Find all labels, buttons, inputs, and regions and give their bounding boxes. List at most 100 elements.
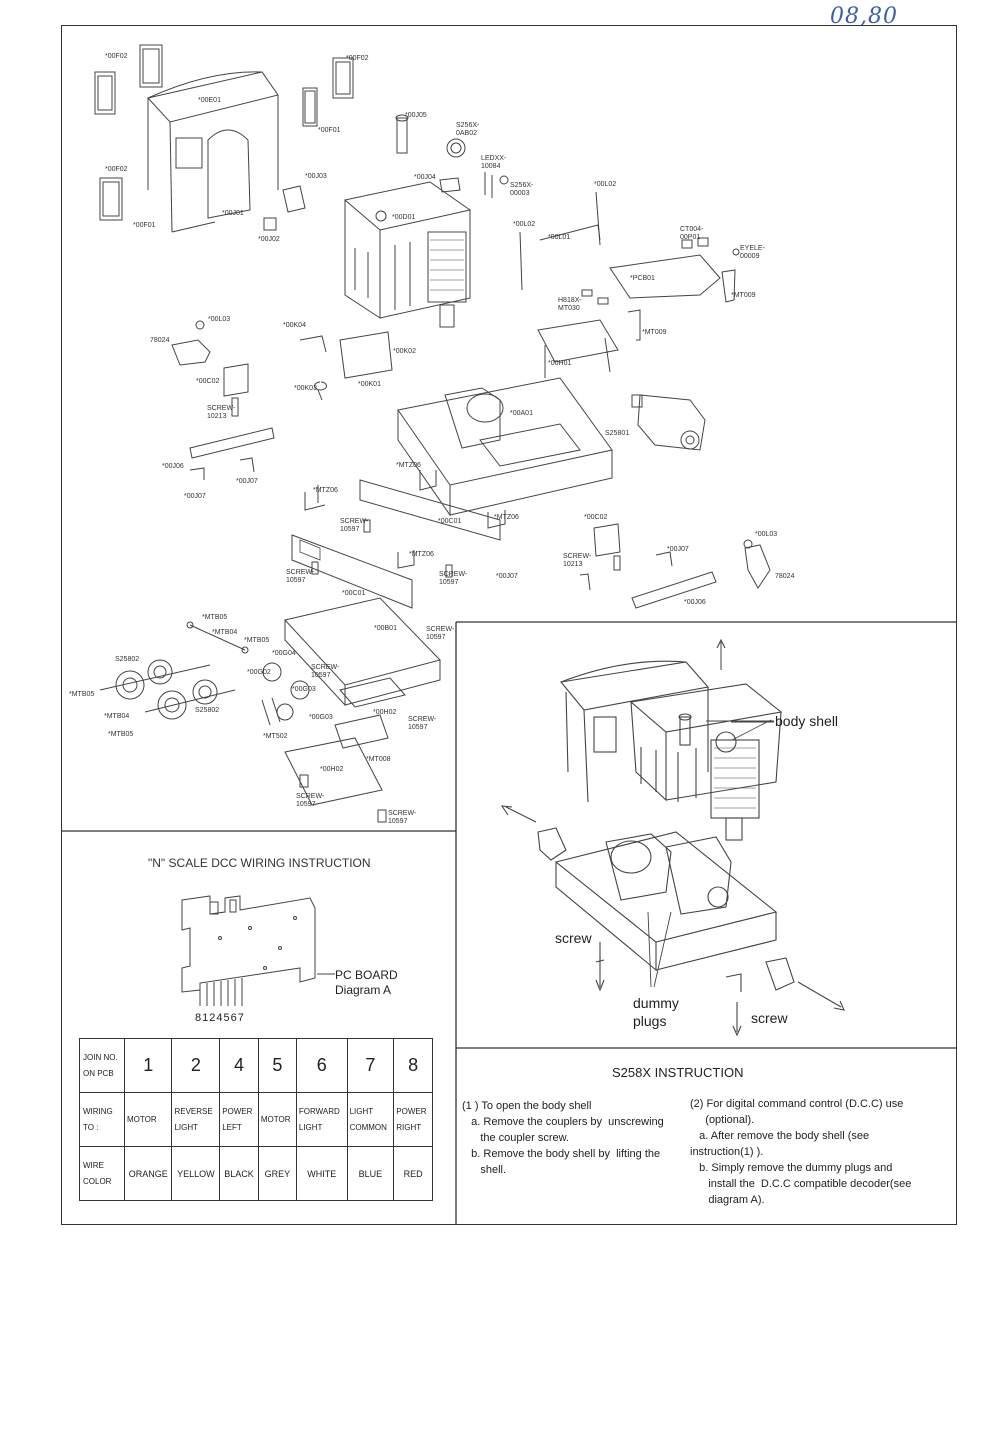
part-label: *00H02 <box>373 709 397 716</box>
part-label: SCREW- 10597 <box>408 716 437 731</box>
small-parts <box>171 114 740 417</box>
instruction-line: a. Remove the couplers by unscrewing <box>462 1116 664 1128</box>
row-header-wiring: WIRING TO : <box>79 1092 125 1147</box>
table-row-wiring: WIRING TO : MOTOR REVERSE LIGHT POWER LE… <box>79 1092 433 1147</box>
wiring-cell: FORWARD LIGHT <box>295 1092 348 1147</box>
instruction-line: b. Simply remove the dummy plugs and <box>690 1162 893 1174</box>
dummy-plugs-callout: dummy plugs <box>633 995 679 1029</box>
part-label: *00J07 <box>667 546 689 553</box>
wiring-cell: POWER RIGHT <box>393 1092 433 1147</box>
wiring-table: JOIN NO. ON PCB 1 2 4 5 6 7 8 WIRING TO … <box>79 1038 433 1201</box>
instruction-title: S258X INSTRUCTION <box>612 1065 744 1080</box>
part-label: *00K03 <box>294 385 317 392</box>
part-label: *MTZ06 <box>409 551 434 558</box>
part-label: *MTB05 <box>108 731 134 738</box>
color-cell: GREY <box>257 1146 297 1201</box>
part-label: *MT009 <box>642 329 667 336</box>
instruction-line: the coupler screw. <box>462 1132 569 1144</box>
part-label: *00C01 <box>438 518 462 525</box>
screw-callout-left: screw <box>555 930 592 946</box>
part-label: *MTB05 <box>202 614 228 621</box>
part-label: *00K01 <box>358 381 381 388</box>
wiring-cell: REVERSE LIGHT <box>171 1092 221 1147</box>
part-label: 78024 <box>775 573 795 580</box>
wiring-cell: LIGHT COMMON <box>346 1092 395 1147</box>
part-label: *00J07 <box>184 493 206 500</box>
part-label: SCREW- 10213 <box>563 553 592 568</box>
part-label: SCREW- 10597 <box>426 626 455 641</box>
wiring-cell: MOTOR <box>257 1092 297 1147</box>
table-row-color: WIRE COLOR ORANGE YELLOW BLACK GREY WHIT… <box>79 1146 433 1201</box>
color-cell: BLUE <box>346 1146 395 1201</box>
part-label: *MT008 <box>366 756 391 763</box>
part-label: *00J05 <box>405 112 427 119</box>
row-header-join: JOIN NO. ON PCB <box>79 1038 125 1093</box>
instruction-line: a. After remove the body shell (see <box>690 1130 870 1142</box>
part-label: *00J01 <box>222 210 244 217</box>
part-label: *MTB04 <box>104 713 130 720</box>
part-label: *MTB05 <box>69 691 95 698</box>
part-label: *00H02 <box>320 766 344 773</box>
part-label: H818X- MT030 <box>558 297 582 312</box>
part-label: *MT502 <box>263 733 288 740</box>
part-label: *00A01 <box>510 410 533 417</box>
part-label: *00G03 <box>292 686 316 693</box>
part-label: SCREW- 10597 <box>286 569 315 584</box>
wiring-title: "N" SCALE DCC WIRING INSTRUCTION <box>148 856 371 870</box>
cab-window-panels <box>94 44 354 221</box>
wiring-cell: MOTOR <box>123 1092 173 1147</box>
part-label: *00L03 <box>755 531 778 538</box>
pin-cell: 2 <box>171 1038 221 1093</box>
part-label: S25801 <box>605 430 630 437</box>
part-label: LEDXX- 10084 <box>481 155 507 170</box>
part-label: *MTZ06 <box>313 487 338 494</box>
instruction-line: (2) For digital command control (D.C.C) … <box>690 1098 904 1110</box>
part-label: *MTB05 <box>244 637 270 644</box>
part-label: *00F02 <box>105 166 128 173</box>
part-label: *00G04 <box>272 650 296 657</box>
pin-numbers: 8124567 <box>195 1012 245 1024</box>
part-label: CT004- 00P01 <box>680 226 704 241</box>
part-label: *00F02 <box>105 53 128 60</box>
instruction-line: (1 ) To open the body shell <box>462 1100 592 1112</box>
part-label: *00J06 <box>684 599 706 606</box>
part-label: *00L02 <box>594 181 617 188</box>
part-label: *00L03 <box>208 316 231 323</box>
side-frames <box>291 470 771 609</box>
instruction-dcc: (2) For digital command control (D.C.C) … <box>690 1096 911 1208</box>
part-label: SCREW- 10213 <box>207 405 236 420</box>
part-label: EYELE- 00009 <box>740 245 765 260</box>
part-label: *00D01 <box>392 214 416 221</box>
part-label: *00J07 <box>236 478 258 485</box>
pin-cell: 5 <box>257 1038 297 1093</box>
part-label: *00E01 <box>198 97 221 104</box>
part-label: *00C01 <box>342 590 366 597</box>
instruction-open-shell: (1 ) To open the body shell a. Remove th… <box>462 1098 664 1178</box>
part-label: *PCB01 <box>630 275 655 282</box>
part-label: SCREW- 10597 <box>340 518 369 533</box>
part-label: *00C02 <box>196 378 220 385</box>
cab-body <box>147 71 279 233</box>
part-label: *00L01 <box>548 234 571 241</box>
color-cell: BLACK <box>219 1146 259 1201</box>
instruction-line: b. Remove the body shell by lifting the <box>462 1148 661 1160</box>
wiring-cell: POWER LEFT <box>219 1092 259 1147</box>
part-label: *00J02 <box>258 236 280 243</box>
part-label: *MT009 <box>731 292 756 299</box>
instruction-line: shell. <box>462 1164 507 1176</box>
pin-cell: 4 <box>219 1038 259 1093</box>
part-label: S256X- 0AB02 <box>456 122 480 137</box>
hood-assembly <box>343 181 472 328</box>
part-label: *00J07 <box>496 573 518 580</box>
part-label: SCREW- 10597 <box>388 810 417 825</box>
part-label: *00F02 <box>346 55 369 62</box>
instruction-line: diagram A). <box>690 1194 765 1206</box>
instruction-line: (optional). <box>690 1114 755 1126</box>
part-label: *MTZ06 <box>494 514 519 521</box>
color-cell: RED <box>393 1146 433 1201</box>
row-header-color: WIRE COLOR <box>79 1146 125 1201</box>
part-label: S256X- 00003 <box>510 182 534 197</box>
part-label: *00K02 <box>393 348 416 355</box>
